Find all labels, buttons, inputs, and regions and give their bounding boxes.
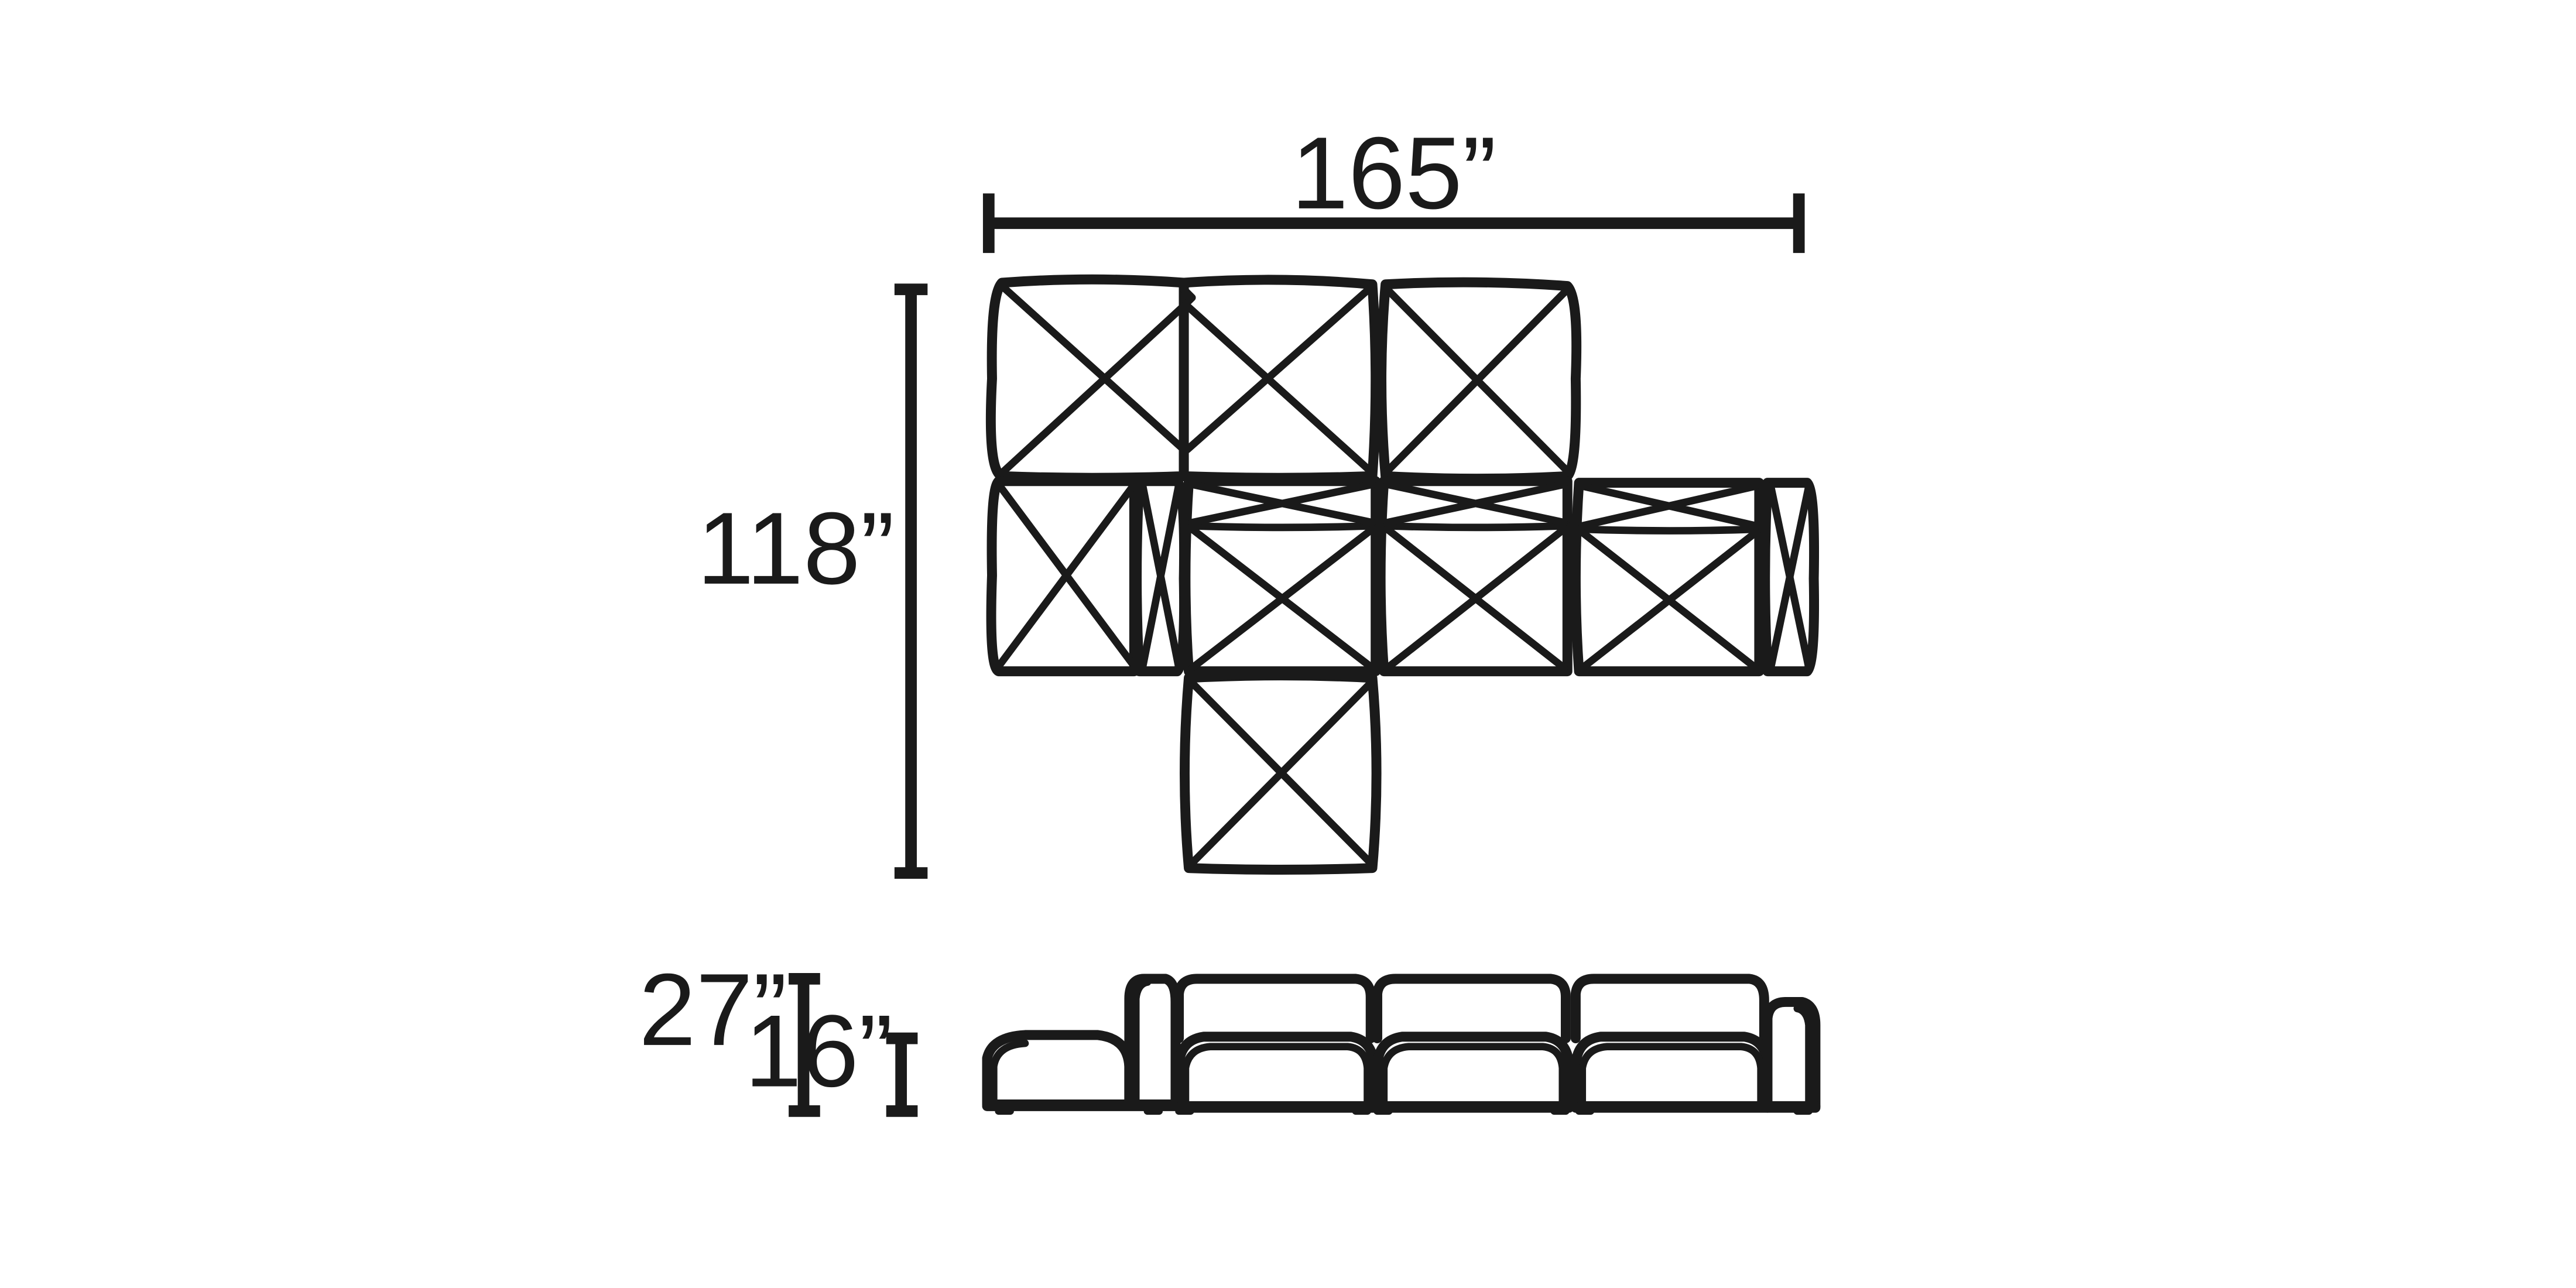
elevation-right-arm [1762, 996, 1821, 1113]
seat-height-label: 16” [745, 994, 893, 1108]
height-dimension: 27” [639, 953, 820, 1117]
plan-module-mid-left-seat [986, 476, 1139, 677]
elevation-module-1 [1174, 974, 1379, 1113]
plan-module-top-1 [985, 274, 1189, 483]
plan-module-bottom-ottoman [1180, 670, 1382, 875]
width-label: 165” [1292, 116, 1496, 231]
depth-label: 118” [697, 491, 894, 606]
plan-module-mid-right-arm [1760, 478, 1820, 677]
elevation-module-3 [1570, 974, 1773, 1113]
height-label: 27” [639, 953, 787, 1067]
plan-view [985, 274, 1820, 875]
front-elevation [982, 974, 1821, 1115]
seat-height-dimension: 16” [745, 994, 918, 1117]
plan-module-top-3 [1376, 277, 1582, 484]
elevation-left-arm [1124, 974, 1181, 1109]
elevation-feet [995, 1102, 1813, 1115]
depth-dimension: 118” [697, 283, 928, 879]
elevation-module-2 [1372, 974, 1574, 1113]
plan-module-mid-2 [1180, 476, 1381, 677]
width-dimension: 165” [982, 116, 1805, 254]
plan-module-mid-4 [1570, 478, 1765, 677]
plan-module-mid-left-arm [1132, 476, 1190, 677]
elevation-chaise-seat [982, 1030, 1135, 1109]
plan-module-top-2 [1179, 275, 1381, 483]
plan-module-mid-3 [1375, 476, 1573, 677]
